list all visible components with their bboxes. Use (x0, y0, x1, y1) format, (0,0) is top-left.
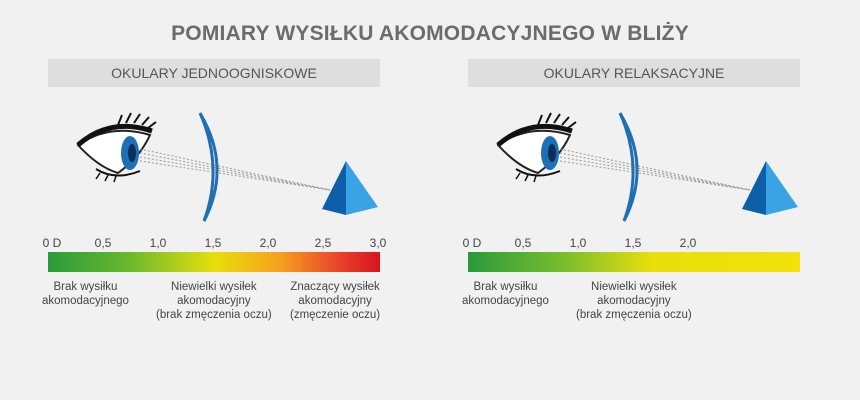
desc-line: Niewielki wysiłek (171, 281, 257, 293)
sight-lines (139, 148, 331, 191)
eye-lens-pyramid-illustration (496, 112, 798, 222)
desc-line: akomodacyjnego (462, 295, 549, 307)
desc-line: akomodacyjny (177, 295, 251, 307)
eye-icon (76, 112, 157, 183)
panel-header: OKULARY RELAKSACYJNE (468, 59, 800, 87)
desc-line: Brak wysiłku (53, 281, 118, 293)
tick-label: 1,5 (204, 236, 222, 250)
effort-gradient-bar (48, 252, 380, 272)
effort-description: Brak wysiłku akomodacyjnego (462, 280, 549, 308)
effort-description: Niewielki wysiłek akomodacyjny (brak zmę… (156, 280, 272, 322)
desc-line: (zmęczenie oczu) (290, 309, 381, 321)
tick-label: 0 D (42, 236, 62, 250)
desc-line: Niewielki wysiłek (591, 281, 677, 293)
tick-label: 0,5 (94, 236, 112, 250)
tick-label: 2,0 (679, 236, 697, 250)
desc-line: akomodacyjnego (42, 295, 129, 307)
tick-label: 1,0 (149, 236, 167, 250)
pyramid-icon (742, 161, 798, 215)
tick-label: 3,0 (369, 236, 387, 250)
eye-icon (496, 112, 577, 183)
effort-description: Znaczący wysiłek akomodacyjny (zmęczenie… (290, 280, 380, 322)
tick-label: 1,5 (624, 236, 642, 250)
page-title: POMIARY WYSIŁKU AKOMODACYJNEGO W BLIŻY (171, 22, 689, 45)
panel-header: OKULARY JEDNOOGNISKOWE (48, 59, 380, 87)
lens-icon (198, 112, 219, 222)
panel-single-vision: OKULARY JEDNOOGNISKOWE 0 D 0,5 1,0 (0, 0, 386, 400)
tick-label: 1,0 (569, 236, 587, 250)
desc-line: (brak zmęczenia oczu) (156, 309, 272, 321)
desc-line: akomodacyjny (597, 295, 671, 307)
diopter-scale: 0 D 0,5 1,0 1,5 2,0 2,5 3,0 (0, 236, 420, 252)
panel-relaxation: OKULARY RELAKSACYJNE 0 D 0,5 1,0 1, (420, 0, 800, 400)
eye-lens-pyramid-illustration (76, 112, 378, 222)
desc-line: Brak wysiłku (473, 281, 538, 293)
lens-icon (618, 112, 639, 222)
tick-label: 0 D (462, 236, 482, 250)
sight-lines (559, 148, 751, 191)
effort-description: Brak wysiłku akomodacyjnego (42, 280, 129, 308)
effort-description: Niewielki wysiłek akomodacyjny (brak zmę… (576, 280, 692, 322)
diopter-scale: 0 D 0,5 1,0 1,5 2,0 (420, 236, 840, 252)
tick-label: 2,0 (259, 236, 277, 250)
desc-line: akomodacyjny (298, 295, 372, 307)
tick-label: 2,5 (314, 236, 332, 250)
pyramid-icon (322, 161, 378, 215)
tick-label: 0,5 (514, 236, 532, 250)
desc-line: (brak zmęczenia oczu) (576, 309, 692, 321)
desc-line: Znaczący wysiłek (290, 281, 380, 293)
effort-gradient-bar (468, 252, 800, 272)
